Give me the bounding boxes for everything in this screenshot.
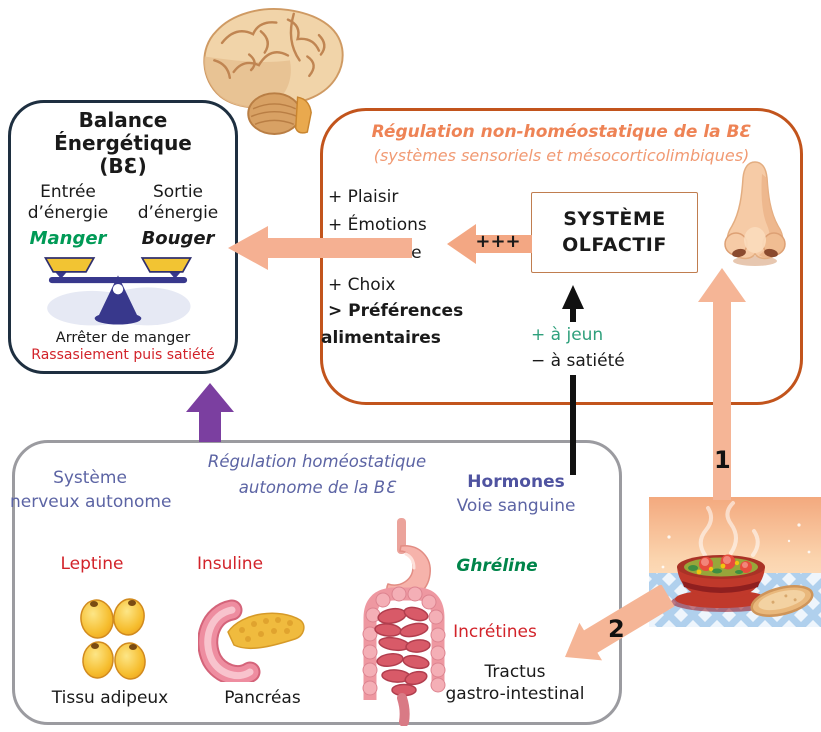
- tractus-label-line1: Tractus: [484, 662, 546, 682]
- incretines-label: Incrétines: [453, 622, 537, 642]
- energy-out-label2: d’énergie: [137, 203, 219, 223]
- nose-illustration: [724, 161, 786, 266]
- hormone-signal-arrow: [562, 285, 584, 475]
- list-plaisir: + Plaisir: [328, 187, 399, 207]
- food-to-nose-arrow: [698, 268, 746, 500]
- gi-tract-illustration: [362, 518, 446, 726]
- list-emotions: + Émotions: [328, 215, 427, 235]
- plus-plus-plus-label: +++: [475, 231, 521, 252]
- balance-scale-illustration: [43, 257, 193, 326]
- balance-title-line2: Énergétique: [54, 131, 192, 155]
- list-choix: + Choix: [328, 275, 396, 295]
- ghreline-label: Ghréline: [456, 556, 538, 576]
- arrow-2-label: 2: [608, 615, 625, 643]
- homeostatic-to-balance-arrow: [186, 383, 234, 442]
- tractus-label-line2: gastro-intestinal: [445, 684, 585, 704]
- food-to-gut-arrow: [565, 585, 675, 661]
- brain-illustration: [203, 8, 344, 135]
- stop-eating-label: Arrêter de manger: [55, 330, 191, 346]
- arrow-1-label: 1: [714, 446, 731, 474]
- non-homeostatic-title: Régulation non-homéostatique de la BƐ: [371, 122, 752, 142]
- adipose-tissue-illustration: [80, 598, 146, 680]
- leptine-label: Leptine: [60, 554, 124, 574]
- adipose-caption: Tissu adipeux: [51, 688, 169, 708]
- satiety-label: − à satiété: [531, 350, 625, 371]
- hormones-label: Hormones: [467, 472, 565, 492]
- olfactory-line1: SYSTÈME: [563, 207, 666, 230]
- olfactory-system-box: SYSTÈME OLFACTIF: [531, 192, 698, 273]
- homeostatic-title-line2: autonome de la BƐ: [238, 478, 396, 497]
- pancreas-illustration: [198, 599, 305, 682]
- sns-label-line1: Système: [53, 468, 127, 488]
- energy-in-label2: d’énergie: [27, 203, 109, 223]
- list-alimentaires: alimentaires: [321, 328, 441, 348]
- satiation-label: Rassasiement puis satiété: [31, 347, 215, 363]
- energy-balance-box: [8, 100, 238, 374]
- manger-label: Manger: [29, 228, 107, 249]
- olfactory-boost-arrow: [447, 224, 532, 264]
- fasting-label: + à jeun: [531, 325, 604, 345]
- bouger-label: Bouger: [141, 228, 215, 249]
- pancreas-caption: Pancréas: [224, 688, 301, 708]
- voie-sanguine-label: Voie sanguine: [456, 496, 576, 516]
- insuline-label: Insuline: [196, 554, 264, 574]
- sns-label-line2: nerveux autonome: [10, 492, 172, 512]
- olfactory-line2: OLFACTIF: [562, 233, 667, 256]
- energy-out-label: Sortie: [152, 182, 204, 202]
- list-preferences: > Préférences: [328, 301, 464, 321]
- homeostatic-box: [12, 440, 622, 725]
- energy-in-label: Entrée: [40, 182, 96, 202]
- food-bowl-illustration: [649, 497, 821, 627]
- fasting-satiety-labels: + à jeun − à satiété: [527, 322, 629, 375]
- balance-title-line1: Balance: [78, 108, 168, 132]
- non-homeostatic-subtitle: (systèmes sensoriels et mésocorticolimbi…: [373, 146, 750, 165]
- homeostatic-title-line1: Régulation homéostatique: [207, 452, 427, 471]
- balance-title-line3: (BƐ): [99, 154, 147, 178]
- reward-to-balance-arrow: [228, 226, 412, 270]
